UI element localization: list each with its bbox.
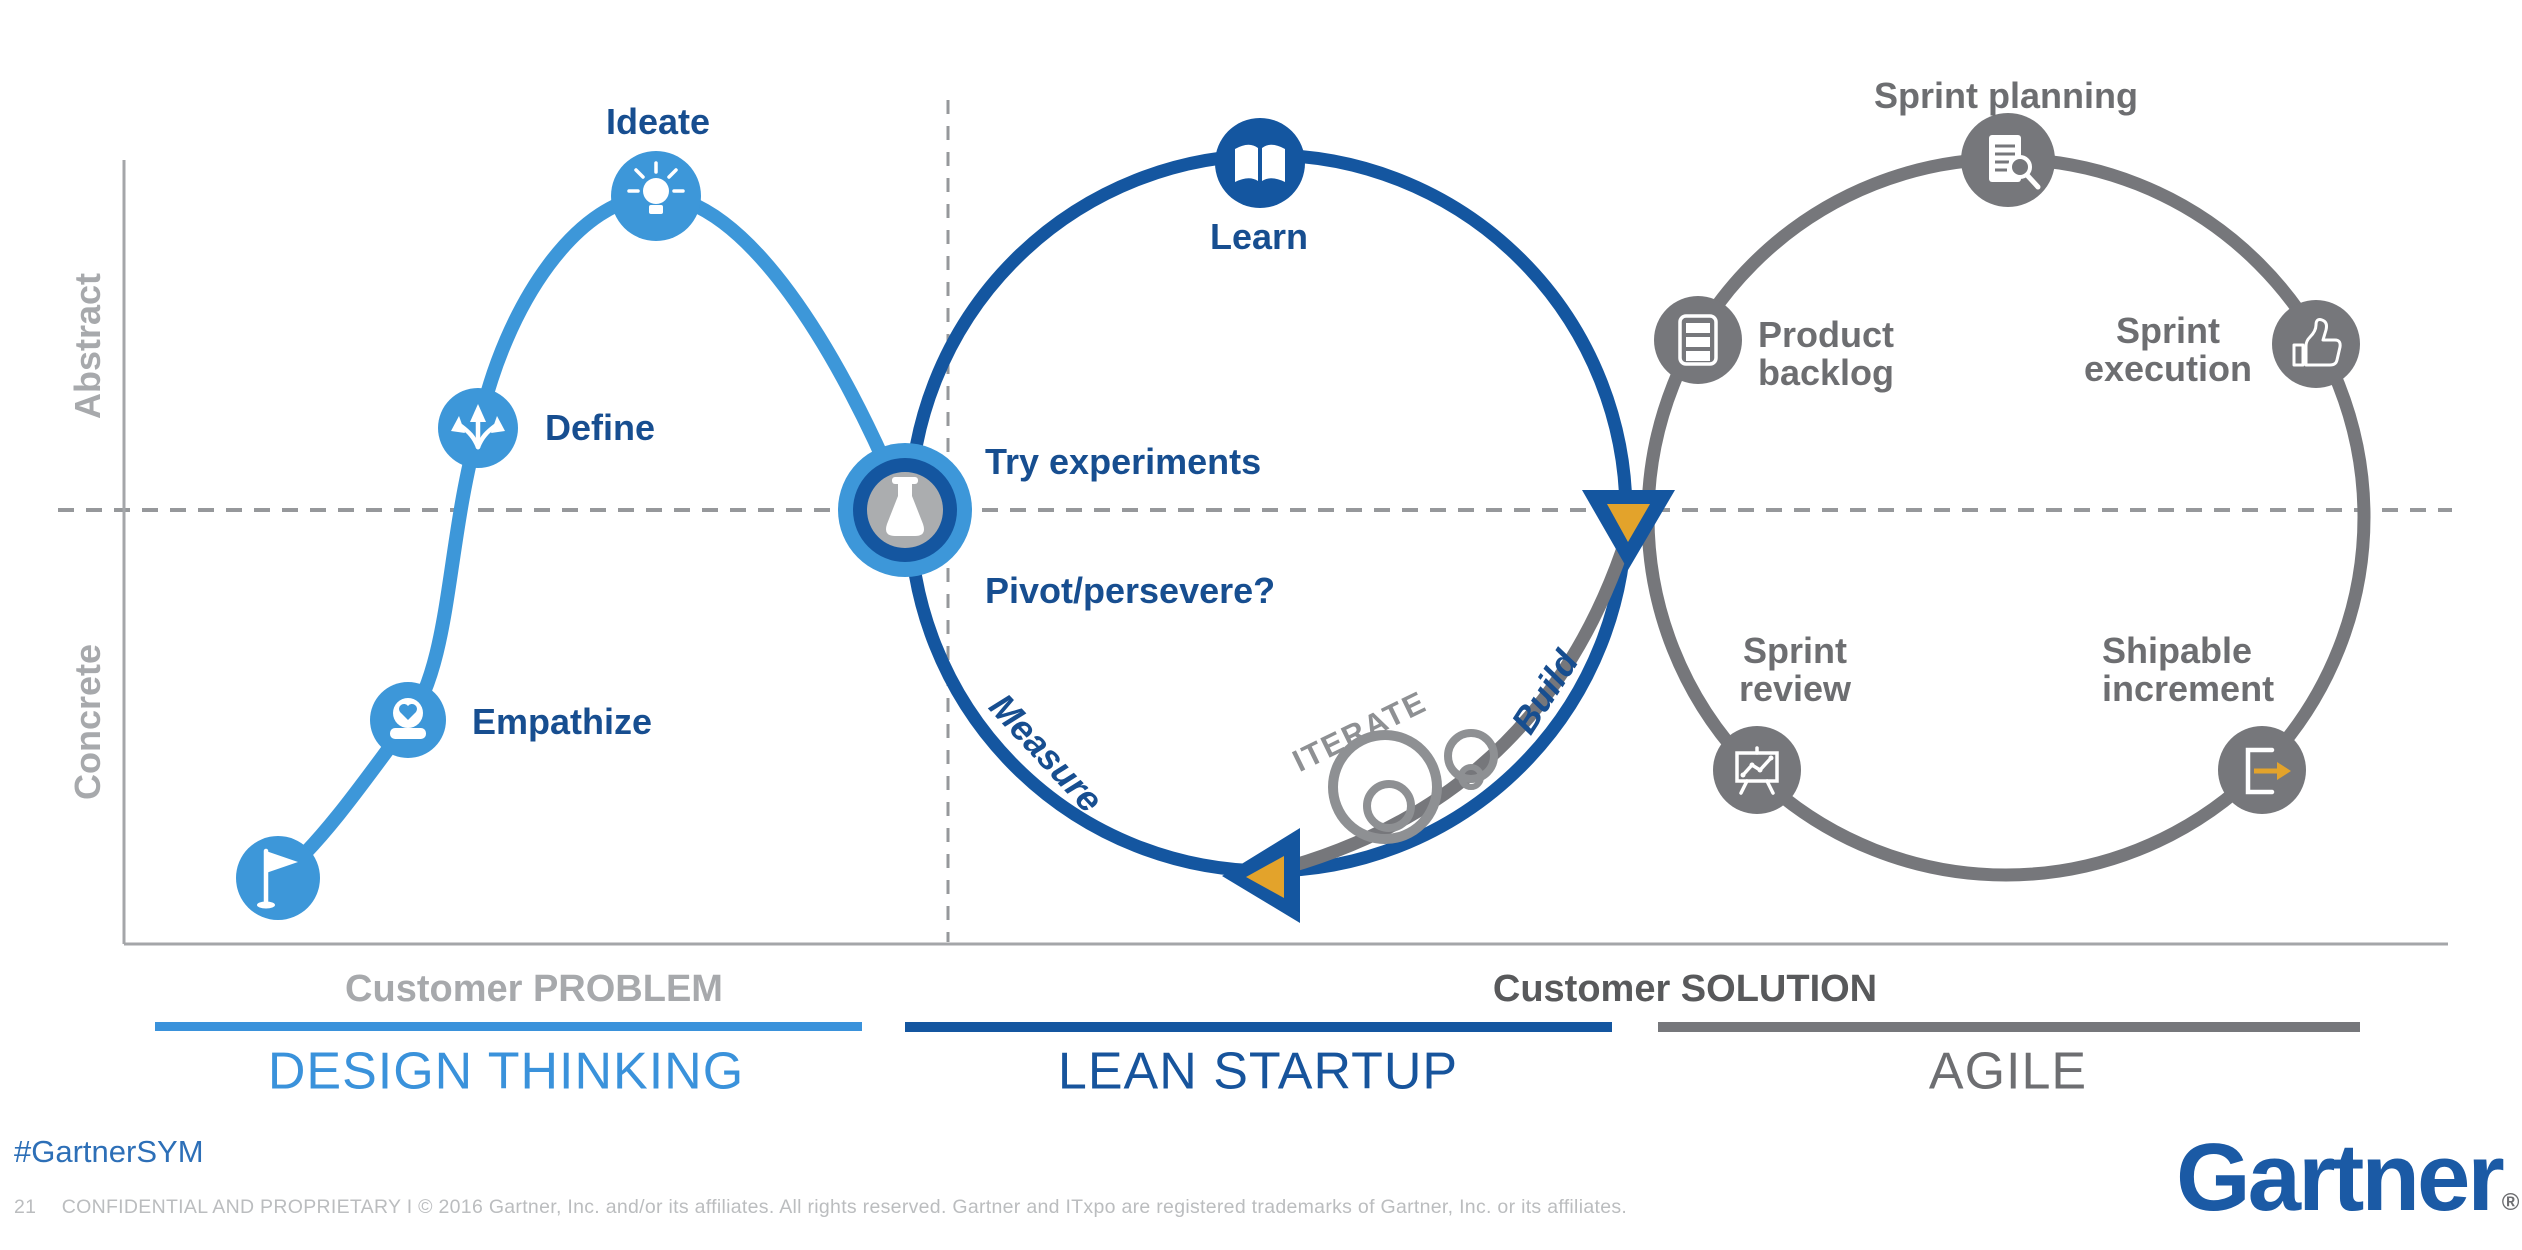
sprint-planning-node (1961, 113, 2055, 207)
iterate-swirl-icon (1328, 729, 1498, 844)
try-experiments-label: Try experiments (985, 441, 1262, 482)
define-label: Define (545, 407, 656, 449)
footer-legal: 21 CONFIDENTIAL AND PROPRIETARY I © 2016… (14, 1197, 1627, 1217)
learn-node (1215, 118, 1305, 208)
gartner-logo-text: Gartner (2176, 1124, 2505, 1231)
registered-mark-icon: ® (2501, 1189, 2520, 1216)
footer-page-number: 21 (14, 1196, 37, 1218)
ideate-label: Ideate (605, 101, 711, 143)
document-magnifier-icon (1989, 135, 2041, 190)
flask-icon (886, 477, 924, 536)
lean-startup-bar (905, 1022, 1612, 1032)
sprint-execution-label: Sprint execution (2083, 310, 2253, 389)
stacked-list-icon (1678, 314, 1718, 366)
start-node (236, 836, 320, 920)
agile-bar (1658, 1022, 2360, 1032)
lightbulb-icon (627, 161, 685, 214)
lean-startup-title: LEAN STARTUP (1057, 1042, 1459, 1101)
shipable-increment-label: Shipable increment (2102, 630, 2275, 709)
agile-title: AGILE (1928, 1042, 2088, 1101)
product-backlog-label: Product backlog (1758, 314, 1895, 393)
customer-solution-label: Customer SOLUTION (1492, 968, 1878, 1011)
design-thinking-curve (271, 188, 912, 885)
y-axis-label-abstract: Abstract (67, 272, 109, 420)
sprint-review-label: Sprint review (1738, 630, 1852, 709)
gartner-logo: Gartner® (2176, 1127, 2520, 1229)
sprint-execution-node (2272, 300, 2360, 388)
flow-arrow-left-icon (1222, 828, 1300, 923)
learn-label: Learn (1209, 216, 1309, 258)
chart-board-icon (1735, 746, 1779, 795)
product-backlog-node (1654, 296, 1742, 384)
design-thinking-title: DESIGN THINKING (267, 1042, 745, 1101)
empathize-node (370, 682, 446, 758)
design-thinking-bar (155, 1022, 862, 1031)
footer-legal-text: CONFIDENTIAL AND PROPRIETARY I © 2016 Ga… (61, 1196, 1628, 1218)
experiment-node (838, 443, 972, 577)
flow-arrow-down-icon (1582, 490, 1675, 570)
empathize-label: Empathize (472, 701, 653, 743)
sprint-review-node (1713, 726, 1801, 814)
pivot-persevere-label: Pivot/persevere? (985, 570, 1276, 611)
customer-problem-label: Customer PROBLEM (345, 968, 723, 1011)
lean-startup-circle (903, 148, 1633, 878)
thumbs-up-icon (2292, 318, 2342, 367)
head-heart-icon (390, 698, 426, 739)
flag-icon (257, 848, 298, 909)
shipable-increment-node (2218, 726, 2306, 814)
open-book-icon (1235, 144, 1285, 182)
ideate-node (611, 151, 701, 241)
y-axis-label-concrete: Concrete (67, 643, 109, 801)
hashtag-label: #GartnerSYM (14, 1134, 204, 1169)
three-way-arrows-icon (451, 404, 505, 450)
define-node (438, 388, 518, 468)
iterate-arc (1268, 518, 1639, 879)
sprint-planning-label: Sprint planning (1874, 75, 2138, 117)
export-door-icon (2245, 747, 2291, 795)
